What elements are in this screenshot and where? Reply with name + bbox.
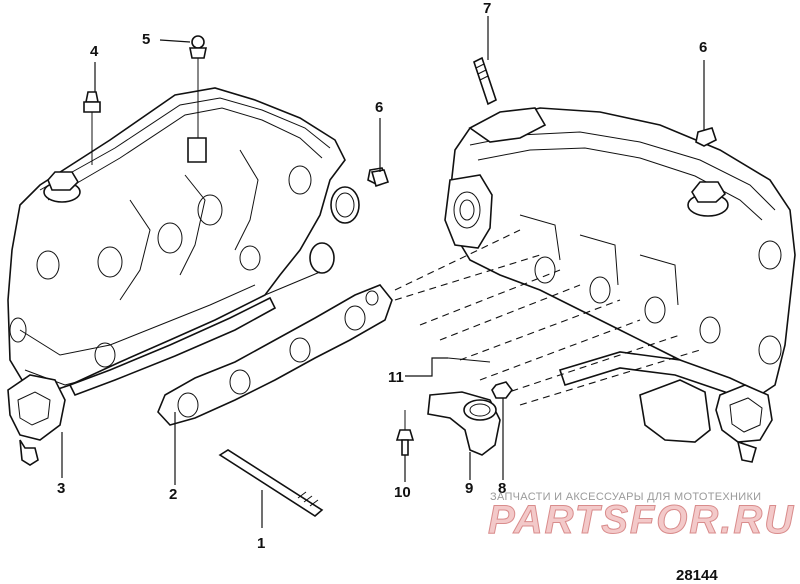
elbow-fitting xyxy=(427,391,501,456)
watermark: ЗАПЧАСТИ И АКСЕССУАРЫ ДЛЯ МОТОТЕХНИКИ PA… xyxy=(488,491,795,543)
callout-10: 10 xyxy=(394,484,411,501)
figure-number: 28144 xyxy=(676,567,718,584)
watermark-brand: PARTSFOR.RU xyxy=(488,498,795,542)
callout-2: 2 xyxy=(169,486,177,503)
nut xyxy=(491,381,513,399)
stud xyxy=(218,449,324,517)
callout-6-left: 6 xyxy=(375,99,383,116)
alignment-lines xyxy=(394,229,701,406)
callout-6-right: 6 xyxy=(699,39,707,56)
watermark-tagline: ЗАПЧАСТИ И АКСЕССУАРЫ ДЛЯ МОТОТЕХНИКИ xyxy=(490,491,761,503)
callout-1: 1 xyxy=(257,535,265,552)
manifold-gasket xyxy=(157,284,393,426)
nut-part-6-right xyxy=(695,127,717,147)
stud-part-7 xyxy=(473,56,497,106)
right-exhaust-manifold xyxy=(444,107,796,463)
fitting-part-4 xyxy=(83,91,101,165)
gasket-part-11 xyxy=(447,357,491,363)
fitting-part-5 xyxy=(187,35,207,163)
callout-5: 5 xyxy=(142,31,150,48)
callout-7: 7 xyxy=(483,0,491,17)
callout-9: 9 xyxy=(465,480,473,497)
callout-labels: 1 2 3 4 5 6 6 7 8 9 10 11 xyxy=(57,0,707,552)
bolt xyxy=(395,410,415,456)
callout-3: 3 xyxy=(57,480,65,497)
leader-lines xyxy=(61,16,705,528)
callout-8: 8 xyxy=(498,480,506,497)
callout-11: 11 xyxy=(388,369,404,386)
callout-4: 4 xyxy=(90,43,99,60)
